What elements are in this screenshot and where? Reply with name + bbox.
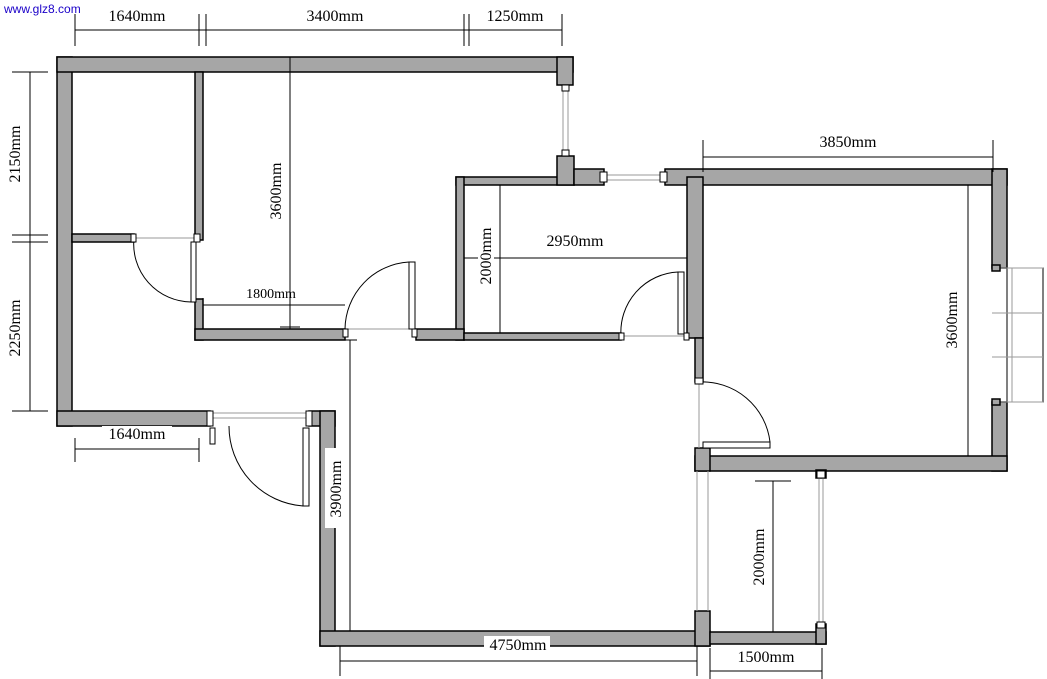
wall-top-right-stub <box>556 56 574 86</box>
dim-label-right-width: 3850mm <box>820 134 877 151</box>
dimension-lines <box>12 14 994 679</box>
wall-middle-top-stub <box>556 155 575 186</box>
wall-bedroom-bottom <box>194 328 346 341</box>
door-leaf-bedroom <box>408 261 416 330</box>
dim-label-middle-height: 2000mm <box>478 227 495 284</box>
wall-middle-left-bottom <box>415 328 465 341</box>
bay-window <box>1006 267 1044 403</box>
wall-hall-left <box>319 410 336 647</box>
wall-right-left-lower <box>694 447 711 472</box>
wall-right-bottom <box>694 455 1008 472</box>
door-swing-left-room <box>133 237 192 303</box>
dim-label-left-bottom: 1640mm <box>109 426 166 443</box>
wall-bedroom-left-upper <box>194 71 204 241</box>
wall-right-side-upper <box>991 168 1008 269</box>
dim-label-top-middle: 3400mm <box>307 8 364 25</box>
wall-right-top <box>664 168 1008 186</box>
dim-label-left-upper: 2150mm <box>7 125 24 182</box>
dim-label-hall-height: 3900mm <box>328 460 345 517</box>
wall-middle-left <box>455 176 465 341</box>
wall-left-outer <box>56 56 73 427</box>
dim-label-bedroom-height: 3600mm <box>268 162 285 219</box>
door-leaf-entry <box>302 427 310 507</box>
watermark-text: www.glz8.com <box>3 2 81 16</box>
dim-label-top-left: 1640mm <box>109 8 166 25</box>
dim-label-balcony-width: 1500mm <box>738 649 795 666</box>
dim-label-bedroom-inner: 1800mm <box>246 287 296 302</box>
doors <box>130 233 771 507</box>
dim-label-balcony-height: 2000mm <box>751 528 768 585</box>
dim-label-right-height: 3600mm <box>944 291 961 348</box>
wall-left-bottom <box>56 410 211 427</box>
dimension-labels: 1640mm 3400mm 1250mm 2150mm 2250mm 3600m… <box>7 8 961 666</box>
door-leaf-middle-room <box>677 271 685 335</box>
wall-right-left-upper <box>686 176 704 339</box>
wall-balcony-bottom <box>709 631 827 645</box>
dim-label-middle-width: 2950mm <box>547 233 604 250</box>
door-swing-bedroom <box>344 261 410 330</box>
dim-label-hall-width: 4750mm <box>490 637 547 654</box>
wall-middle-bottom <box>463 332 622 341</box>
door-leaf-left-room <box>190 241 197 303</box>
dim-label-top-right: 1250mm <box>487 8 544 25</box>
door-swing-right-room <box>698 381 771 443</box>
windows <box>561 84 1044 629</box>
wall-balcony-left-stub <box>694 610 711 647</box>
door-swing-middle-room <box>620 271 679 337</box>
wall-left-divider <box>71 233 135 243</box>
wall-top <box>56 56 574 73</box>
wall-right-left-mid <box>694 337 704 383</box>
walls <box>56 56 1008 647</box>
window-balcony <box>816 470 826 479</box>
door-swing-entry <box>228 425 304 507</box>
window-middle-top <box>599 171 608 183</box>
dim-label-left-lower: 2250mm <box>7 299 24 356</box>
window-top-right <box>561 84 570 92</box>
door-leaf-right-room <box>702 441 771 449</box>
